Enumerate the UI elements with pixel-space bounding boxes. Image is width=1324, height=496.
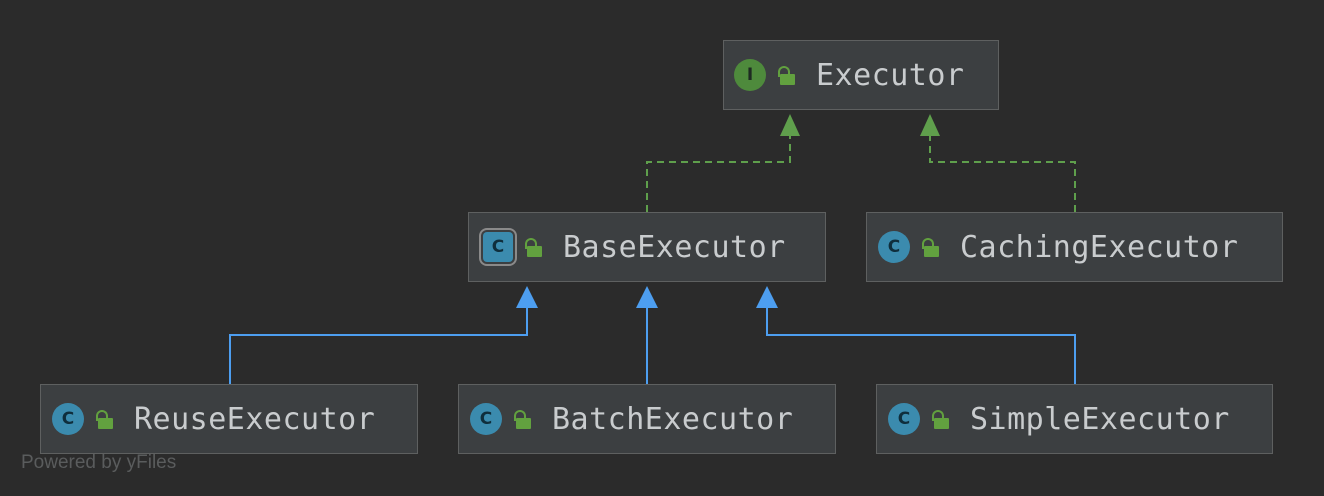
node-label: SimpleExecutor [970, 401, 1230, 437]
simpleexecutor-node[interactable]: C SimpleExecutor [876, 384, 1273, 454]
class-icon: C [878, 231, 910, 263]
public-lock-icon [922, 237, 940, 257]
implements-edge-baseexecutor [646, 134, 791, 212]
watermark: Powered by yFiles [21, 452, 177, 473]
extends-edge-simpleexecutor [766, 306, 1076, 384]
executor-node[interactable]: I Executor [723, 40, 999, 110]
extends-arrowhead-reuseexecutor [516, 286, 538, 308]
public-lock-icon [96, 409, 114, 429]
interface-icon: I [734, 59, 766, 91]
public-lock-icon [514, 409, 532, 429]
public-lock-icon [778, 65, 796, 85]
node-label: CachingExecutor [960, 229, 1239, 265]
implements-arrowhead-baseexecutor [780, 114, 800, 136]
node-label: ReuseExecutor [134, 401, 376, 437]
public-lock-icon [932, 409, 950, 429]
node-label: Executor [816, 57, 965, 93]
reuseexecutor-node[interactable]: C ReuseExecutor [40, 384, 418, 454]
extends-arrowhead-simpleexecutor [756, 286, 778, 308]
class-icon: C [888, 403, 920, 435]
class-icon: C [52, 403, 84, 435]
baseexecutor-node[interactable]: C BaseExecutor [468, 212, 826, 282]
node-label: BatchExecutor [552, 401, 794, 437]
class-icon: C [470, 403, 502, 435]
implements-edge-cachingexecutor [929, 134, 1076, 212]
cachingexecutor-node[interactable]: C CachingExecutor [866, 212, 1283, 282]
abstract-class-icon: C [483, 232, 513, 262]
batchexecutor-node[interactable]: C BatchExecutor [458, 384, 836, 454]
node-label: BaseExecutor [563, 229, 786, 265]
public-lock-icon [525, 237, 543, 257]
extends-arrowhead-batchexecutor [636, 286, 658, 308]
extends-edge-reuseexecutor [229, 306, 528, 384]
implements-arrowhead-cachingexecutor [920, 114, 940, 136]
